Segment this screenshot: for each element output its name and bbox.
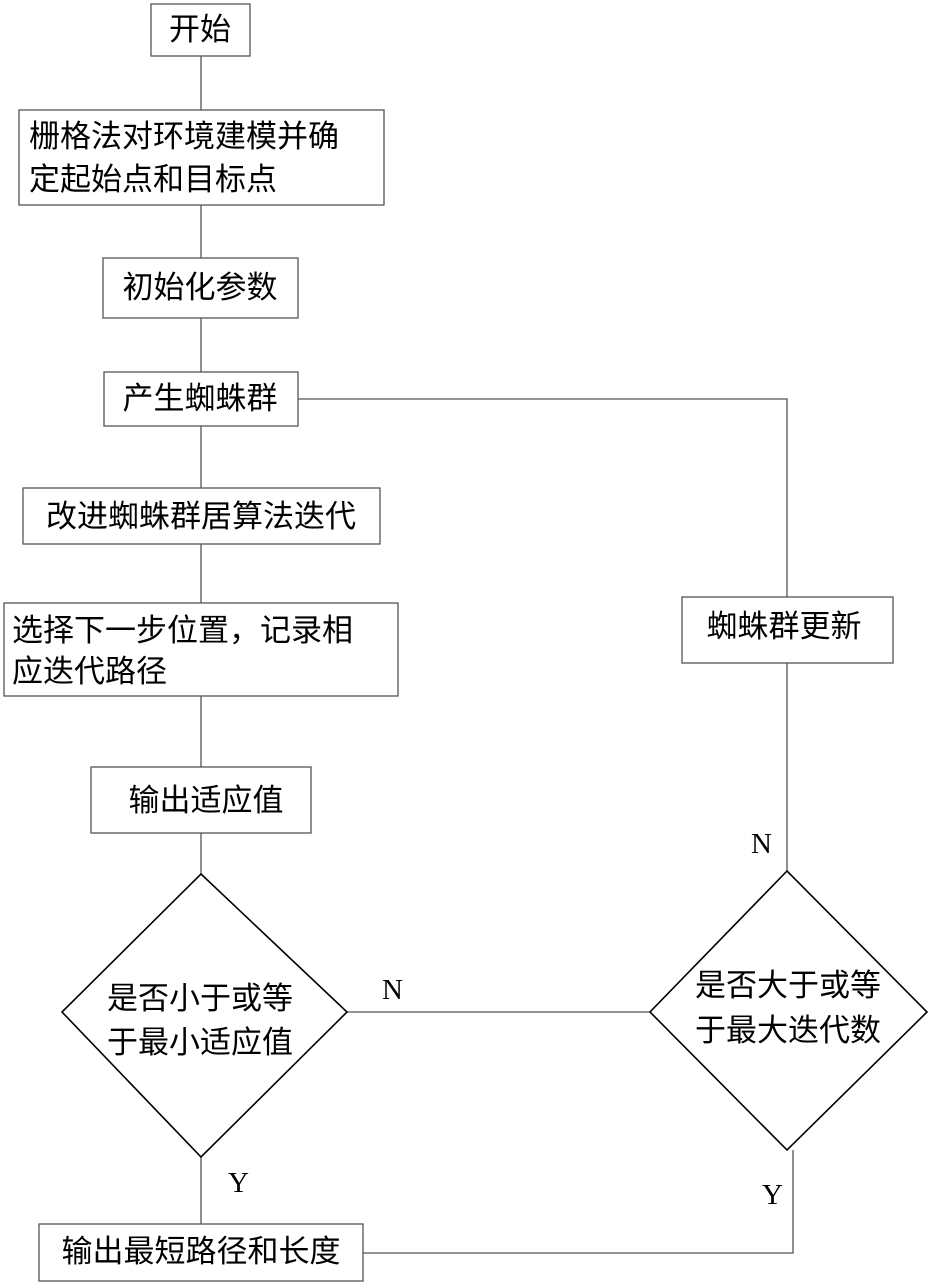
edge-label-max-no: N <box>751 828 772 860</box>
decision-max-label-line1: 是否大于或等 <box>695 968 881 1004</box>
output-result-node: 输出最短路径和长度 <box>39 1224 363 1281</box>
start-node: 开始 <box>151 4 250 56</box>
gen-swarm-node: 产生蜘蛛群 <box>104 372 298 426</box>
gen-swarm-label: 产生蜘蛛群 <box>123 381 278 417</box>
edge-label-max-yes: Y <box>762 1179 783 1211</box>
select-next-node: 选择下一步位置，记录相 应迭代路径 <box>4 603 398 696</box>
output-fitness-label: 输出适应值 <box>129 783 284 819</box>
grid-model-node: 栅格法对环境建模并确 定起始点和目标点 <box>19 110 384 205</box>
decision-max-node: 是否大于或等 于最大迭代数 <box>650 871 927 1150</box>
start-label: 开始 <box>169 12 231 48</box>
decision-max-diamond <box>650 871 927 1150</box>
decision-max-label-line2: 于最大迭代数 <box>695 1013 881 1049</box>
edge-label-min-yes: Y <box>228 1167 249 1199</box>
decision-min-label-line2: 于最小适应值 <box>107 1025 293 1061</box>
improved-iter-node: 改进蜘蛛群居算法迭代 <box>23 488 380 544</box>
decision-min-node: 是否小于或等 于最小适应值 <box>62 874 347 1157</box>
select-next-label-line1: 选择下一步位置，记录相 <box>12 613 353 649</box>
improved-iter-label: 改进蜘蛛群居算法迭代 <box>46 499 356 535</box>
edge-label-min-no: N <box>382 974 403 1006</box>
grid-model-label-line2: 定起始点和目标点 <box>29 162 277 198</box>
grid-model-label-line1: 栅格法对环境建模并确 <box>29 119 339 155</box>
init-params-node: 初始化参数 <box>103 258 298 318</box>
swarm-update-node: 蜘蛛群更新 <box>682 597 893 663</box>
swarm-update-label: 蜘蛛群更新 <box>707 609 862 645</box>
output-fitness-node: 输出适应值 <box>91 767 311 833</box>
init-params-label: 初始化参数 <box>123 270 278 306</box>
select-next-label-line2: 应迭代路径 <box>12 654 167 690</box>
connector-max-decision-to-result <box>363 1150 793 1253</box>
decision-min-label-line1: 是否小于或等 <box>107 981 293 1017</box>
output-result-label: 输出最短路径和长度 <box>62 1234 341 1270</box>
